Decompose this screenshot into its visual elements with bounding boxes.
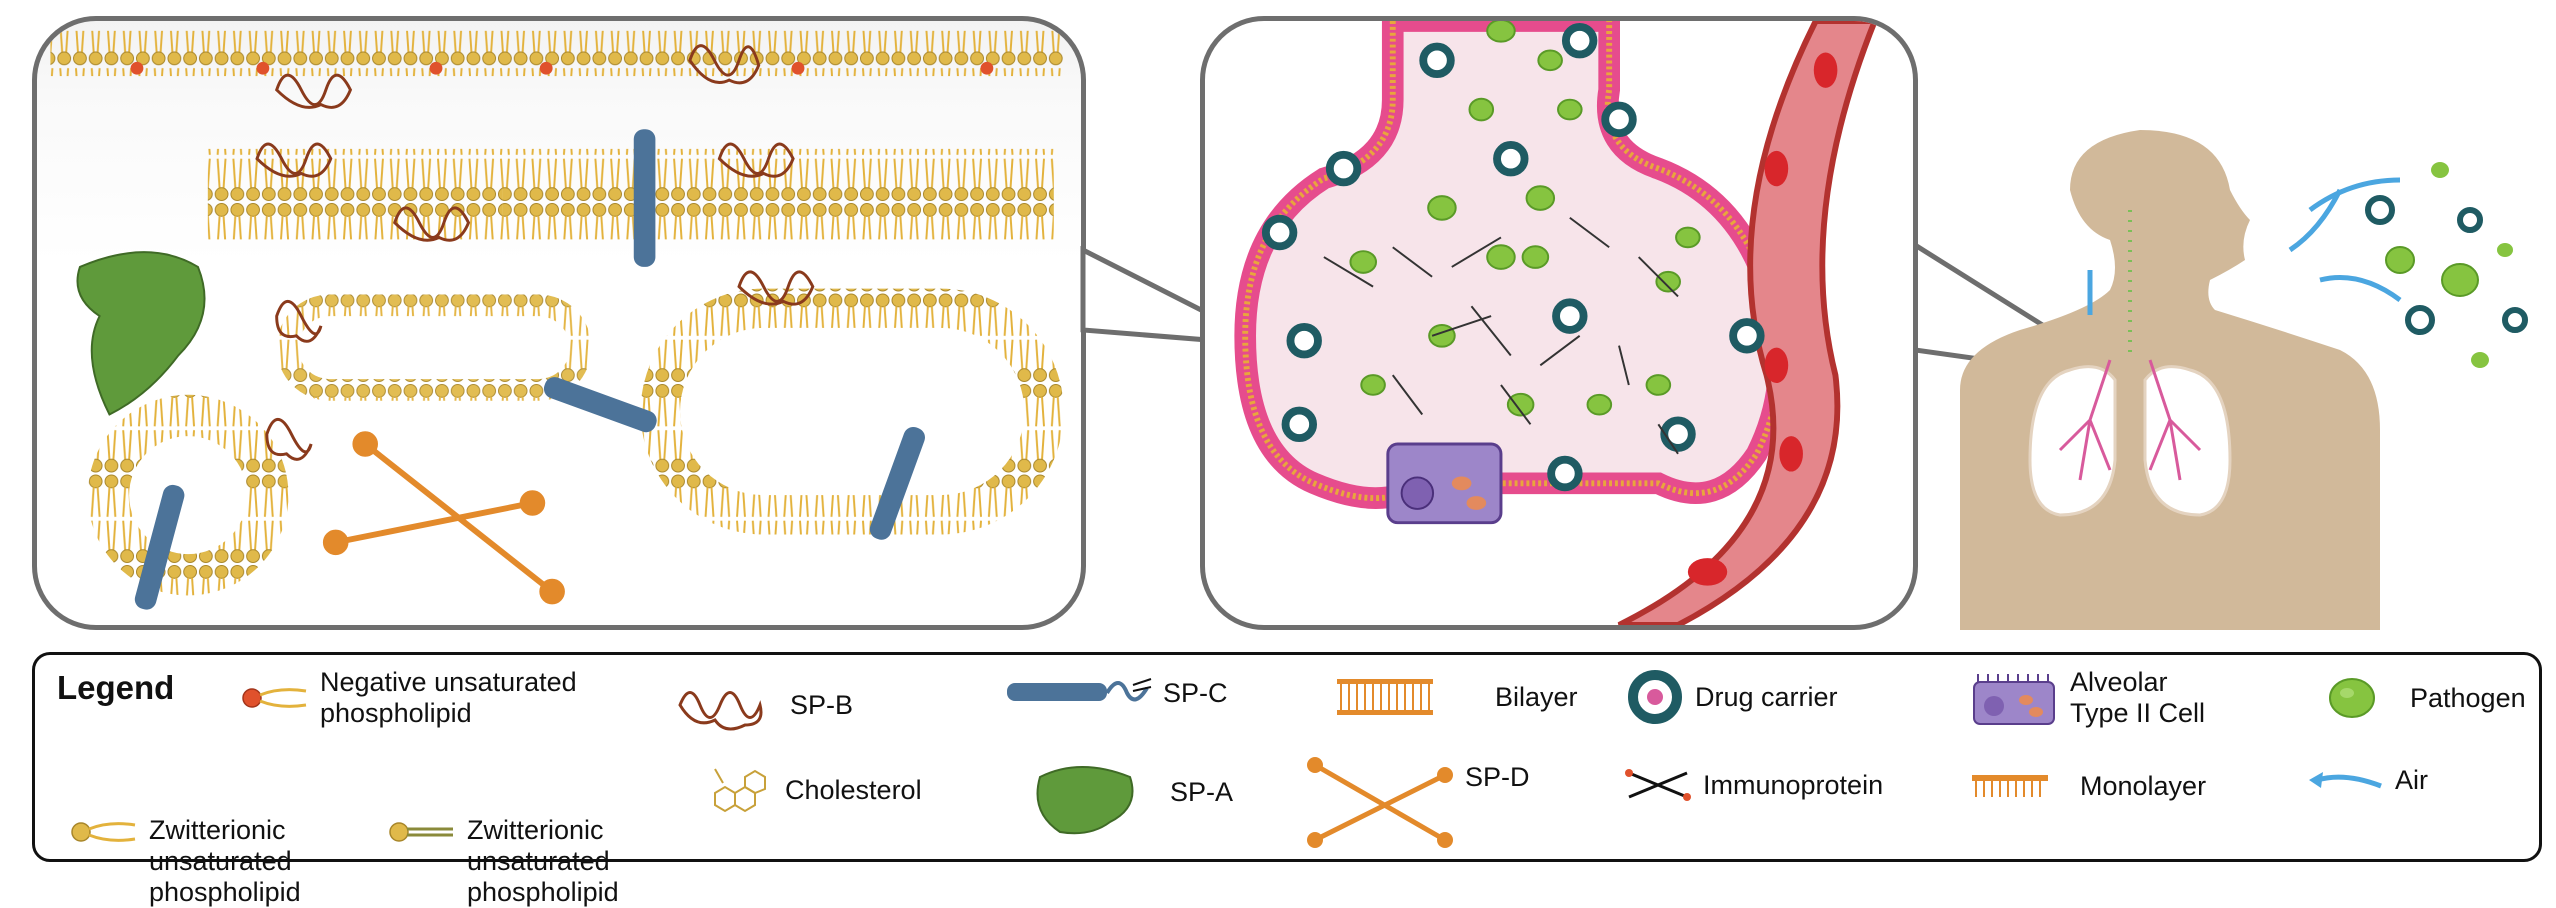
legend-label-negative-phospholipid: Negative unsaturated phospholipid: [320, 667, 577, 728]
legend-item-immunoprotein: Immunoprotein: [1623, 765, 1883, 805]
sp-a-icon: [1036, 766, 1134, 835]
alveolar-type-ii-cell-icon: [1973, 674, 2055, 725]
zwitterionic-phospholipid-icon: [71, 821, 136, 842]
sp-b-proteins: [255, 44, 815, 461]
monolayer-icon: [1972, 774, 2048, 797]
vesicle-large: [640, 288, 1064, 535]
bilayer-stack-2: [502, 148, 1054, 240]
surfactant-membrane-panel: [32, 16, 1086, 630]
sp-c-icon: [1007, 678, 1152, 702]
legend-label-sp-c: SP-C: [1163, 677, 1228, 708]
legend-label-immunoprotein: Immunoprotein: [1703, 769, 1884, 800]
alveolus-panel: [1200, 16, 1918, 630]
legend-item-air: Air: [2305, 765, 2428, 796]
immunoprotein-icon: [1625, 769, 1691, 801]
immunoproteins: [1323, 216, 1679, 455]
pathogen-icon: [2329, 678, 2375, 718]
sp-b-icon: [678, 691, 763, 731]
legend-item-bilayer: Bilayer: [1335, 677, 1578, 717]
alveolar-type-ii-cell: [1386, 442, 1503, 525]
drug-carriers: [1261, 22, 1765, 492]
legend-item-sp-b: SP-B: [670, 675, 853, 735]
legend-label-air: Air: [2395, 765, 2428, 795]
vesicle-round: [87, 394, 289, 596]
legend-item-zwitterionic-2: Zwitterionic unsaturated phospholipid: [387, 755, 619, 908]
legend-label-at2-cell: Alveolar Type II Cell: [2070, 667, 2206, 728]
legend-label-sp-a: SP-A: [1170, 776, 1234, 807]
legend-item-monolayer: Monolayer: [1970, 771, 2206, 802]
bilayer-icon: [1337, 679, 1433, 715]
legend-item-sp-c: SP-C: [1003, 673, 1228, 713]
air-arrow-icon: [2309, 771, 2382, 788]
membrane-illustration: [50, 30, 1064, 610]
blood-vessel: [1617, 21, 1878, 625]
legend-item-cholesterol: Cholesterol: [705, 763, 922, 818]
drug-carrier-icon: [1628, 670, 1682, 724]
legend-item-sp-a: SP-A: [1020, 747, 1233, 837]
bilayer-stack-1: [207, 148, 503, 240]
legend-item-negative-phospholipid: Negative unsaturated phospholipid: [240, 667, 577, 729]
legend-item-pathogen: Pathogen: [2325, 673, 2526, 723]
legend-label-drug-carrier: Drug carrier: [1695, 681, 1838, 712]
lungs: [2028, 210, 2232, 517]
negative-phospholipid-icon: [242, 688, 307, 708]
cholesterol-icon: [714, 768, 766, 813]
red-blood-cells: [1687, 52, 1838, 586]
sp-c-proteins: [134, 129, 925, 610]
pathogens: [1349, 21, 1701, 417]
saturated-phospholipid-icon: [389, 821, 453, 842]
legend-item-zwitterionic-1: Zwitterionic unsaturated phospholipid: [69, 755, 301, 908]
legend-label-bilayer: Bilayer: [1495, 681, 1578, 712]
legend-label-zwitterionic-2: Zwitterionic unsaturated phospholipid: [467, 815, 619, 907]
legend-label-cholesterol: Cholesterol: [785, 775, 922, 805]
airborne-particles: [2365, 162, 2528, 368]
legend: Legend Negative unsaturated phospholipid…: [32, 652, 2542, 907]
alveolus-illustration: [1234, 21, 1878, 625]
legend-label-sp-b: SP-B: [790, 689, 854, 720]
legend-label-zwitterionic-1: Zwitterionic unsaturated phospholipid: [149, 815, 301, 907]
legend-label-sp-d: SP-D: [1465, 762, 1530, 792]
legend-item-sp-d: SP-D: [1305, 755, 1530, 850]
legend-item-drug-carrier: Drug carrier: [1625, 667, 1838, 727]
sp-d-icon: [1307, 757, 1453, 848]
legend-label-pathogen: Pathogen: [2410, 682, 2526, 713]
sp-d-protein: [322, 431, 565, 605]
vesicle-elongated: [276, 294, 592, 401]
legend-item-at2-cell: Alveolar Type II Cell: [1970, 667, 2205, 729]
legend-title: Legend: [57, 669, 175, 706]
air-arrows: [2087, 177, 2402, 315]
sp-a-protein: [76, 251, 206, 416]
legend-label-monolayer: Monolayer: [2080, 771, 2207, 801]
human-respiratory-figure: [1960, 130, 2528, 630]
monolayer-neg-heads: [130, 61, 994, 75]
